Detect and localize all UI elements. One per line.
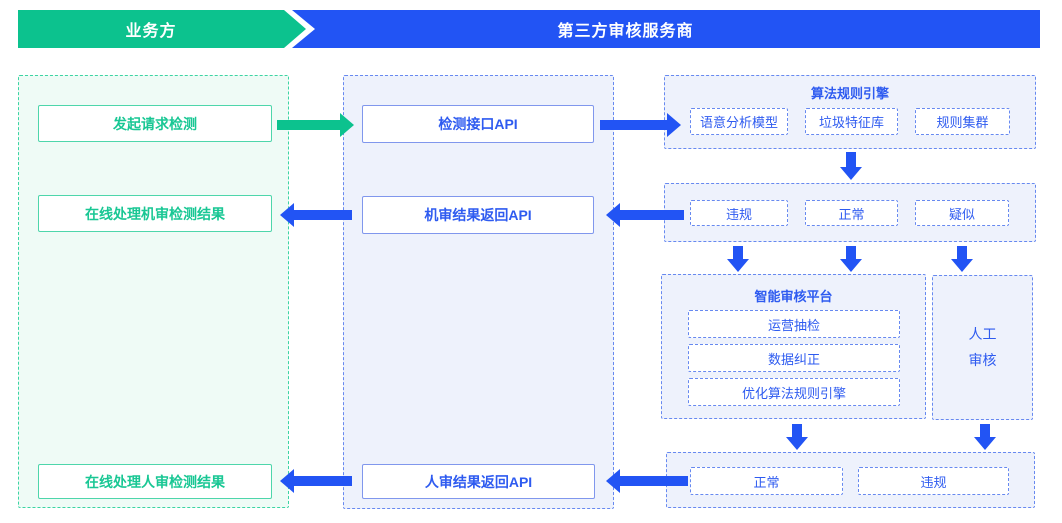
arrow-human-return-api-to-business <box>280 469 352 493</box>
arrow-normal-to-platform <box>840 246 862 272</box>
machine-result-suspected: 疑似 <box>915 200 1009 226</box>
arrow-detect-api-to-engine <box>600 113 681 137</box>
human-return-api-box: 人审结果返回API <box>362 464 595 499</box>
arrow-machine-results-to-return-api <box>606 203 684 227</box>
arrow-suspected-to-manual-review <box>951 246 973 272</box>
arrow-violation-to-platform <box>727 246 749 272</box>
engine-item-rule-cluster: 规则集群 <box>915 108 1010 135</box>
arrow-request-to-detect-api <box>277 113 354 137</box>
manual-review-panel: 人工审核 <box>932 275 1033 420</box>
banner-provider-label: 第三方审核服务商 <box>557 23 694 40</box>
human-result-violation: 违规 <box>858 467 1009 495</box>
platform-item-data-correction: 数据纠正 <box>688 344 900 372</box>
human-result-handling-box: 在线处理人审检测结果 <box>38 464 272 499</box>
banner-business-label: 业务方 <box>125 23 177 40</box>
business-lane-panel <box>18 75 289 508</box>
machine-result-violation: 违规 <box>690 200 788 226</box>
manual-review-label: 人工审核 <box>968 326 997 368</box>
banner-business: 业务方 <box>18 10 306 48</box>
api-lane-panel <box>343 75 614 509</box>
platform-panel-title: 智能审核平台 <box>754 289 833 304</box>
machine-result-normal: 正常 <box>805 200 898 226</box>
arrow-machine-return-api-to-business <box>280 203 352 227</box>
arrow-engine-to-machine-results <box>840 152 862 180</box>
arrow-platform-to-human-results <box>786 424 808 450</box>
engine-item-semantic-model: 语意分析模型 <box>690 108 788 135</box>
arrow-manual-review-to-human-results <box>974 424 996 450</box>
arrow-human-results-to-return-api <box>606 469 688 493</box>
detect-api-box: 检测接口API <box>362 105 594 143</box>
request-detection-box: 发起请求检测 <box>38 105 272 142</box>
platform-item-optimize-engine: 优化算法规则引擎 <box>688 378 900 406</box>
banner-provider: 第三方审核服务商 <box>283 10 1040 48</box>
machine-return-api-box: 机审结果返回API <box>362 196 594 234</box>
human-result-normal: 正常 <box>690 467 843 495</box>
engine-panel-title: 算法规则引擎 <box>810 86 889 101</box>
platform-item-sampling: 运营抽检 <box>688 310 900 338</box>
machine-result-handling-box: 在线处理机审检测结果 <box>38 195 272 232</box>
engine-item-spam-library: 垃圾特征库 <box>805 108 898 135</box>
